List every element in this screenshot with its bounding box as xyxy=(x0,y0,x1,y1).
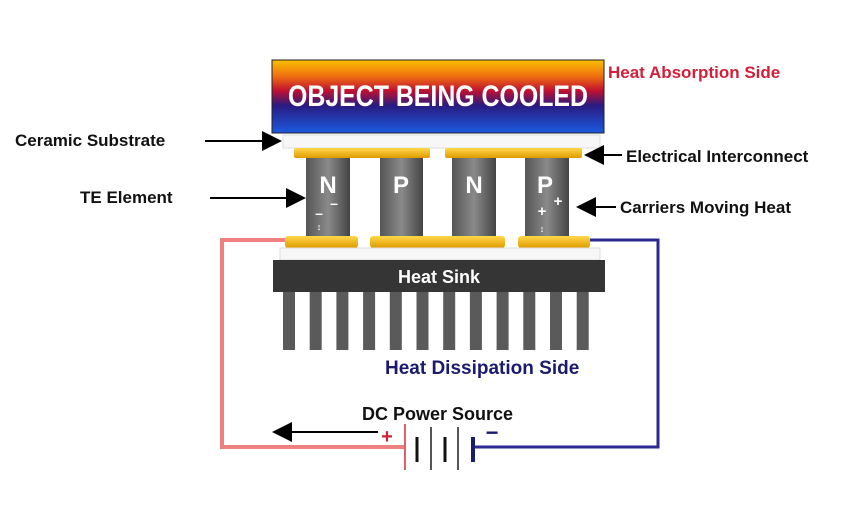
heat-sink-fin xyxy=(576,292,589,350)
interconnect-bottom-3 xyxy=(518,236,590,248)
te-element-label: TE Element xyxy=(80,188,173,207)
svg-text:N: N xyxy=(319,172,336,199)
svg-text:–: – xyxy=(330,195,338,211)
svg-text:N: N xyxy=(465,172,482,199)
heat-sink-fin xyxy=(550,292,562,350)
plus-sign: + xyxy=(381,426,393,448)
heat-sink-label: Heat Sink xyxy=(398,267,481,287)
electrical-interconnect-label: Electrical Interconnect xyxy=(626,147,809,166)
heat-sink-fin xyxy=(523,292,536,350)
svg-text:–: – xyxy=(315,205,323,221)
object-title: OBJECT BEING COOLED xyxy=(288,80,588,113)
svg-text:P: P xyxy=(393,172,409,199)
te-element-p1: P xyxy=(380,158,423,236)
svg-text:P: P xyxy=(537,172,553,199)
object-being-cooled xyxy=(271,59,605,134)
heat-sink-fin xyxy=(309,292,322,350)
interconnect-top-2 xyxy=(445,148,582,158)
heat-dissipation-label: Heat Dissipation Side xyxy=(385,358,579,379)
heat-sink-fin xyxy=(283,292,295,350)
interconnect-bottom-1 xyxy=(285,236,358,248)
heat-absorption-label: Heat Absorption Side xyxy=(608,63,780,82)
ceramic-substrate-label: Ceramic Substrate xyxy=(15,131,165,150)
ceramic-substrate-bottom xyxy=(279,247,601,261)
heat-sink-fin xyxy=(363,292,376,350)
battery-symbol xyxy=(404,424,475,470)
svg-text:+: + xyxy=(538,203,547,220)
svg-text:↕: ↕ xyxy=(540,224,545,234)
heat-sink-fins xyxy=(283,292,589,350)
heat-sink-fin xyxy=(496,292,509,350)
heat-sink-fin xyxy=(469,292,482,350)
svg-text:+: + xyxy=(554,193,563,210)
heat-sink-fin xyxy=(443,292,456,350)
heat-sink xyxy=(273,260,605,292)
te-element-n2: N xyxy=(452,158,496,236)
heat-sink-fin xyxy=(336,292,349,350)
dc-power-label: DC Power Source xyxy=(362,404,513,424)
interconnect-top-1 xyxy=(294,148,430,158)
heat-sink-fin xyxy=(389,292,402,350)
carriers-label: Carriers Moving Heat xyxy=(620,198,791,217)
negative-wire xyxy=(474,238,660,449)
minus-sign: − xyxy=(486,420,499,445)
ceramic-substrate-top xyxy=(282,134,601,149)
te-element-n1: N – – ↕ xyxy=(306,158,350,236)
positive-wire xyxy=(220,238,405,449)
te-element-p2: P + + ↕ xyxy=(525,158,569,236)
heat-sink-fin xyxy=(416,292,429,350)
svg-text:↕: ↕ xyxy=(317,222,322,232)
interconnect-bottom-2 xyxy=(370,236,505,248)
